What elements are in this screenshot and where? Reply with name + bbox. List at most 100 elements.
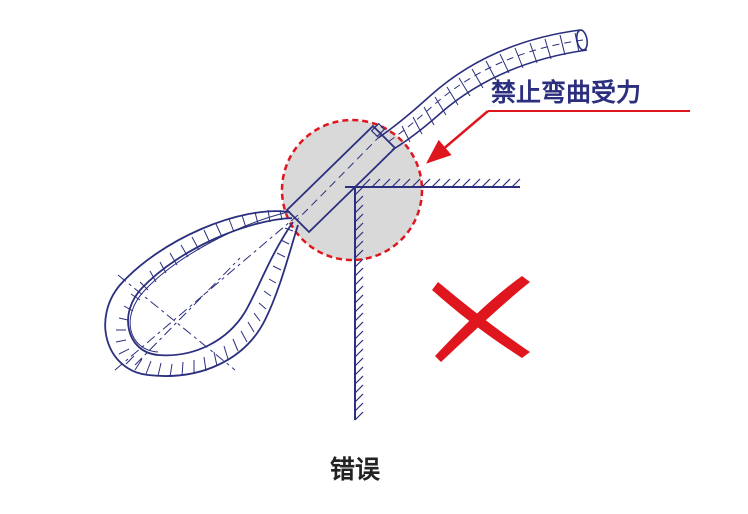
hatch-line [511, 178, 521, 188]
hatch-line [215, 223, 223, 238]
hatch-line [228, 218, 235, 233]
hatch-line [451, 178, 461, 188]
warning-arrow [426, 110, 690, 164]
hatch-line [529, 42, 538, 64]
hatch-line [253, 312, 261, 322]
hatch-line [354, 213, 364, 223]
hatch-line [145, 360, 152, 375]
hatch-line [544, 38, 552, 60]
hatch-line [267, 209, 271, 223]
hatch-line [354, 249, 364, 259]
hatch-line [354, 240, 364, 250]
hatch-line [354, 339, 364, 349]
wire-rope-top [377, 29, 589, 151]
hatch-line [354, 195, 364, 205]
hatch-line [115, 339, 127, 343]
hatch-line [125, 355, 135, 365]
hatch-line [191, 236, 200, 251]
hatch-line [232, 338, 239, 352]
corner-wall [345, 178, 521, 421]
hatch-line [501, 178, 511, 188]
hatch-line [203, 229, 211, 244]
hatch-line [354, 357, 364, 367]
hatch-line [485, 60, 497, 81]
hatch-line [411, 178, 421, 188]
hatch-line [559, 34, 566, 56]
hatch-line [499, 53, 510, 74]
hatch-line [458, 77, 471, 97]
hatch-line [223, 345, 229, 360]
hatch-line [354, 312, 364, 322]
hatch-line [159, 261, 167, 274]
thimble-loop [104, 209, 299, 378]
hatch-line [446, 86, 459, 106]
hatch-line [118, 348, 130, 355]
hatch-line [361, 178, 371, 188]
hatch-line [149, 270, 157, 283]
hatch-line [169, 252, 178, 266]
hatch-line [401, 178, 411, 188]
hatch-line [354, 393, 364, 403]
hatch-line [421, 178, 431, 188]
hatch-line [514, 47, 524, 69]
hatch-line [284, 227, 294, 232]
hatch-line [169, 363, 173, 378]
hatch-line [441, 178, 451, 188]
hatch-line [354, 303, 364, 313]
hatch-line [280, 239, 290, 245]
hatch-line [354, 348, 364, 358]
horizontal-hatching [361, 178, 521, 188]
hatch-line [431, 178, 441, 188]
hatch-line [134, 358, 143, 371]
hatch-line [279, 209, 283, 221]
hatch-line [434, 96, 447, 116]
hatch-line [354, 258, 364, 268]
hatch-line [354, 366, 364, 376]
caption-label: 错误 [330, 455, 381, 484]
hatch-line [276, 252, 286, 258]
hatch-line [354, 204, 364, 214]
clamp-sleeve [285, 122, 397, 234]
hatch-line [423, 106, 435, 126]
hatch-line [130, 293, 141, 301]
hatch-line [491, 178, 501, 188]
hatch-line [354, 321, 364, 331]
warning-label: 禁止弯曲受力 [491, 78, 641, 107]
hatch-line [139, 281, 149, 291]
hatch-line [354, 402, 364, 412]
hatch-line [180, 244, 189, 258]
hatch-line [247, 321, 255, 333]
hatch-line [354, 231, 364, 241]
hatch-line [241, 214, 247, 229]
hatch-line [181, 361, 184, 377]
hatch-line [471, 68, 484, 89]
hatch-line [268, 278, 277, 284]
red-x-icon [432, 276, 530, 362]
hatch-line [258, 302, 267, 310]
hatch-line [354, 330, 364, 340]
hatch-line [471, 178, 481, 188]
arrow-icon [426, 110, 489, 164]
hatch-line [354, 384, 364, 394]
hatch-line [272, 265, 282, 271]
hatch-line [461, 178, 471, 188]
hatch-line [354, 375, 364, 385]
hatch-line [213, 351, 218, 367]
vertical-hatching [354, 186, 364, 421]
hatch-line [354, 294, 364, 304]
hatch-line [263, 290, 272, 297]
hatch-line [354, 276, 364, 286]
hatch-line [157, 362, 162, 377]
hatch-line [401, 125, 411, 143]
hatch-line [354, 222, 364, 232]
hatch-line [354, 411, 364, 421]
hatch-line [123, 305, 134, 312]
hatch-line [240, 330, 248, 343]
hatch-line [354, 285, 364, 295]
hatch-line [203, 356, 207, 372]
hatch-line [371, 178, 381, 188]
hatch-line [481, 178, 491, 188]
hatch-line [118, 317, 129, 321]
hatch-line [391, 178, 401, 188]
